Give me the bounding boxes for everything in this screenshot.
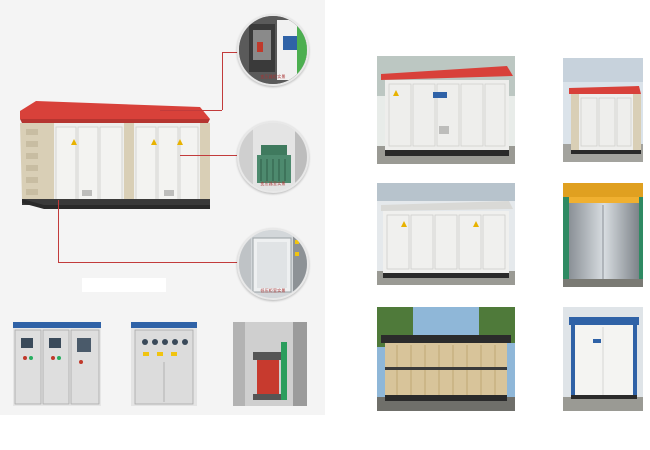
callout-caption: 变压器柜实景 xyxy=(260,74,286,79)
callout-line-bottom xyxy=(58,200,59,262)
roof xyxy=(20,101,210,119)
callout-line-bottom-h xyxy=(58,262,238,263)
callout-line-top xyxy=(222,52,223,110)
gallery-photo-stone-corner xyxy=(563,58,643,162)
callout-caption: 低压柜室实景 xyxy=(260,288,286,293)
transformer-shape xyxy=(257,155,291,183)
gallery-photo-red-roof xyxy=(377,56,515,164)
gallery-photo-stainless xyxy=(563,183,643,287)
red-transformer xyxy=(257,360,279,394)
gallery-photo-white-panel xyxy=(377,183,515,285)
callout-caption: 变压器室实景 xyxy=(260,181,286,186)
lv-switchgear-photo xyxy=(131,322,197,406)
hv-switchgear-photo xyxy=(13,322,101,406)
callout-line-mid xyxy=(180,155,237,156)
gallery-photo-wood-grain xyxy=(377,307,515,411)
warning-sign-icons xyxy=(71,139,183,145)
main-substation-image xyxy=(20,101,210,209)
dry-transformer-photo xyxy=(233,322,307,406)
callout-circle-switchgear: 变压器柜实景 xyxy=(237,14,309,86)
callout-circle-transformer: 变压器室实景 xyxy=(237,121,309,193)
label-box xyxy=(82,278,166,292)
gallery-photo-blue-frame xyxy=(563,307,643,411)
callout-line-top-h xyxy=(222,52,238,53)
product-detail-panel: 变压器柜实景 变压器室实景 低压柜室实景 xyxy=(0,0,325,415)
callout-circle-low-voltage: 低压柜室实景 xyxy=(237,228,309,300)
